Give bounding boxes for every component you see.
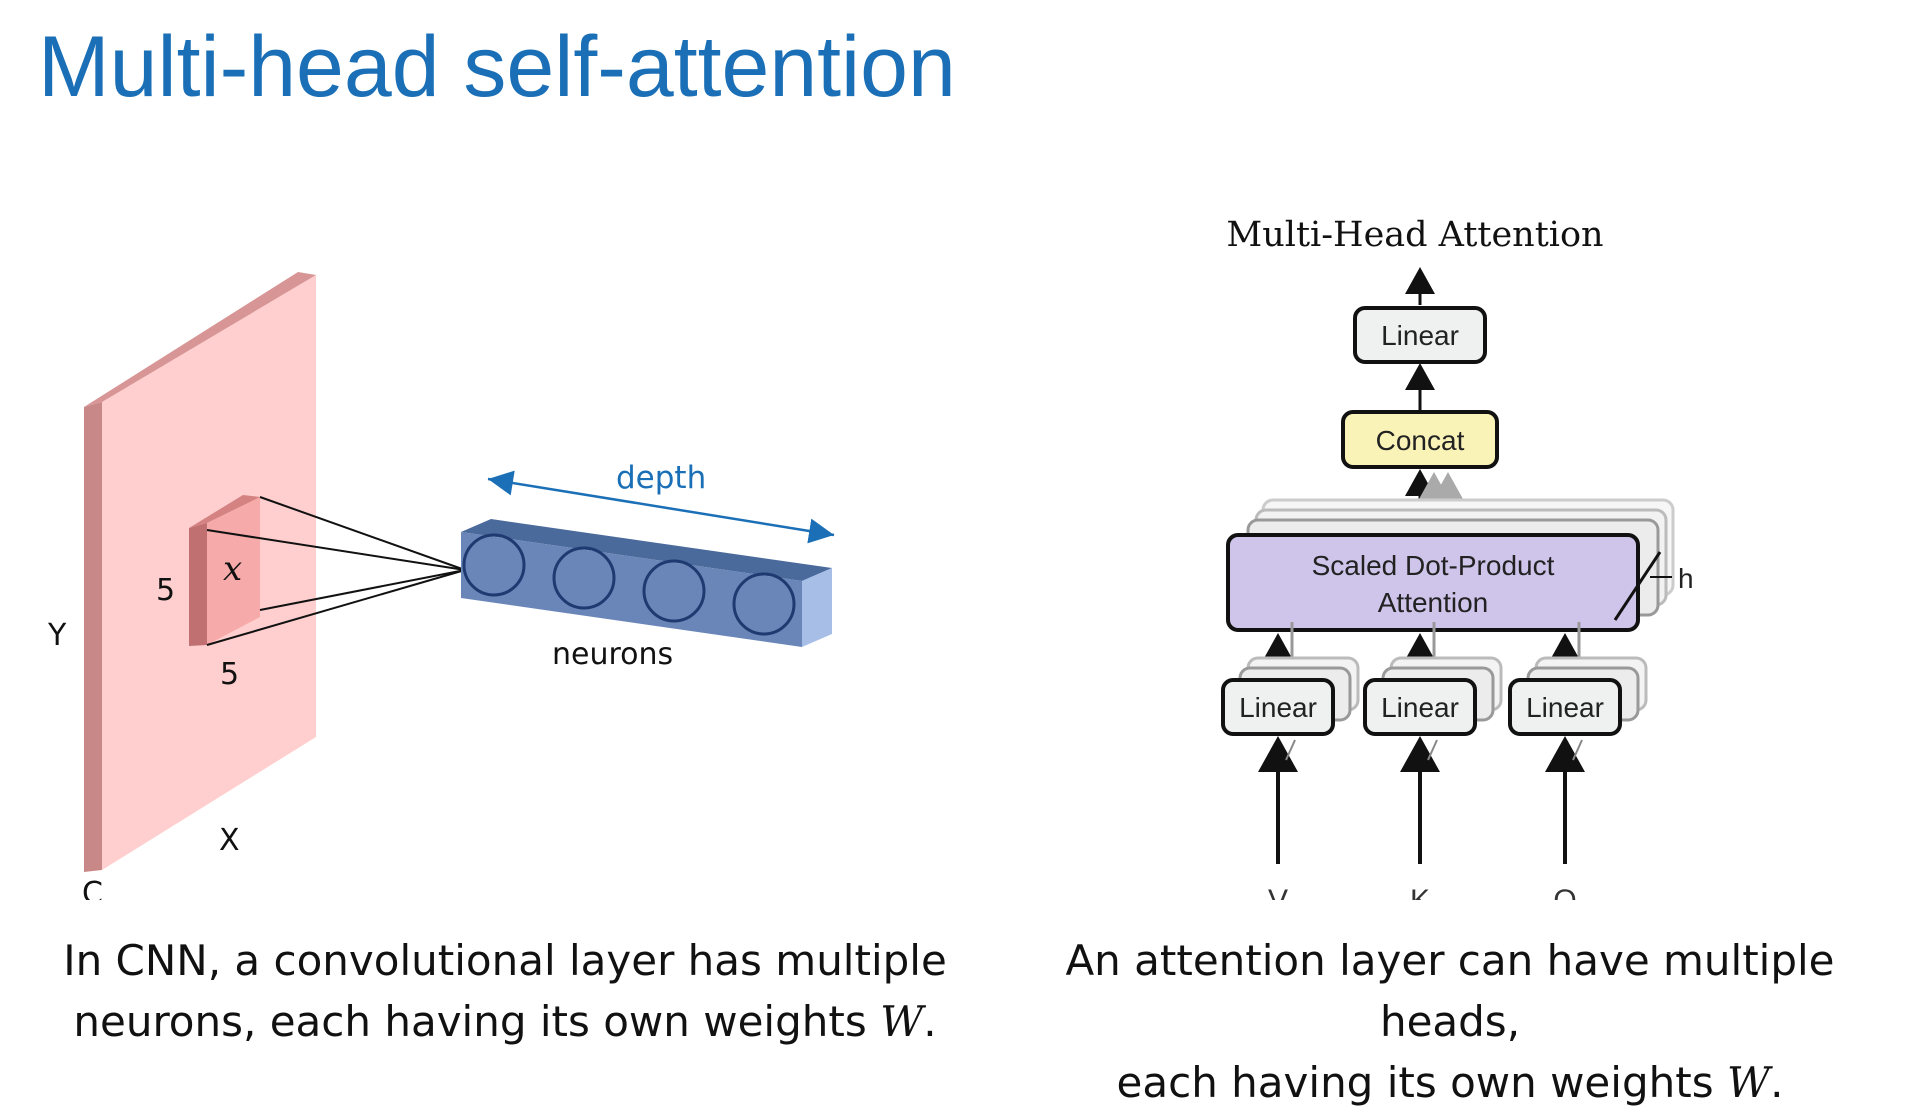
kernel-patch-side: [189, 523, 207, 646]
attention-caption-line1: An attention layer can have multiple hea…: [1065, 936, 1835, 1046]
slide-title: Multi-head self-attention: [38, 19, 956, 115]
neuron-4: [732, 572, 796, 636]
attention-caption: An attention layer can have multiple hea…: [990, 930, 1910, 1113]
neurons-group: [462, 533, 796, 636]
linear-k-box: [1363, 678, 1477, 736]
attention-caption-line2: each having its own weights W.: [990, 1052, 1910, 1113]
attention-diagram: Multi-Head Attention Linear Concat Scale…: [1221, 215, 1694, 900]
linear-q-label: Linear: [1526, 692, 1604, 723]
input-v-label: V: [1268, 884, 1288, 900]
attention-caption-weights-symbol: W: [1726, 1058, 1771, 1107]
input-arrows: [1258, 736, 1585, 864]
neuron-bar-end: [802, 568, 832, 647]
neurons-label: neurons: [552, 637, 673, 672]
kernel-patch-front: [207, 497, 260, 645]
linear-output-box: [1353, 306, 1487, 364]
input-q-label: Q: [1553, 884, 1576, 900]
mha-title: Multi-Head Attention: [1226, 215, 1603, 255]
axis-label-c: C: [82, 876, 103, 900]
depth-label: depth: [616, 460, 706, 496]
kernel-patch-top: [189, 495, 260, 528]
input-k-label: K: [1410, 884, 1430, 900]
input-volume-side: [84, 402, 102, 872]
heads-brace: [1613, 551, 1662, 621]
receptive-field-lines: [206, 496, 466, 646]
sdpa-label-line2: Attention: [1378, 587, 1489, 618]
attention-caption-line2-text: each having its own weights: [1116, 1058, 1727, 1107]
axis-label-y: Y: [47, 618, 67, 653]
cnn-caption-line2: neurons, each having its own weights W.: [30, 991, 980, 1052]
cnn-caption-line2-text: neurons, each having its own weights: [73, 997, 881, 1046]
cnn-caption-period: .: [923, 997, 937, 1046]
neuron-3: [642, 559, 706, 623]
concat-box: [1341, 410, 1499, 469]
slide: Multi-head self-attention: [30, 19, 1835, 1107]
neuron-2: [552, 546, 616, 610]
concat-label: Concat: [1376, 425, 1465, 456]
cnn-caption: In CNN, a convolutional layer has multip…: [30, 930, 980, 1052]
sdpa-label-line1: Scaled Dot-Product: [1312, 550, 1555, 581]
input-variable-x: x: [223, 549, 242, 589]
neuron-bar-front: [461, 532, 802, 647]
linear-v-box: [1221, 678, 1335, 736]
attention-caption-period: .: [1770, 1058, 1784, 1107]
depth-arrow: [487, 470, 835, 544]
kernel-width-label: 5: [220, 657, 239, 692]
linear-output-label: Linear: [1381, 320, 1459, 351]
cnn-diagram: depth neurons Y X C 5 5 x: [47, 272, 835, 900]
linear-v-label: Linear: [1239, 692, 1317, 723]
linear-k-label: Linear: [1381, 692, 1459, 723]
linear-q-box: [1508, 678, 1622, 736]
kernel-height-label: 5: [156, 573, 175, 608]
heads-label: h: [1678, 563, 1694, 594]
axis-label-x: X: [219, 823, 240, 858]
cnn-caption-line1: In CNN, a convolutional layer has multip…: [63, 936, 947, 985]
cnn-caption-weights-symbol: W: [880, 997, 924, 1046]
input-volume-top: [84, 272, 316, 407]
